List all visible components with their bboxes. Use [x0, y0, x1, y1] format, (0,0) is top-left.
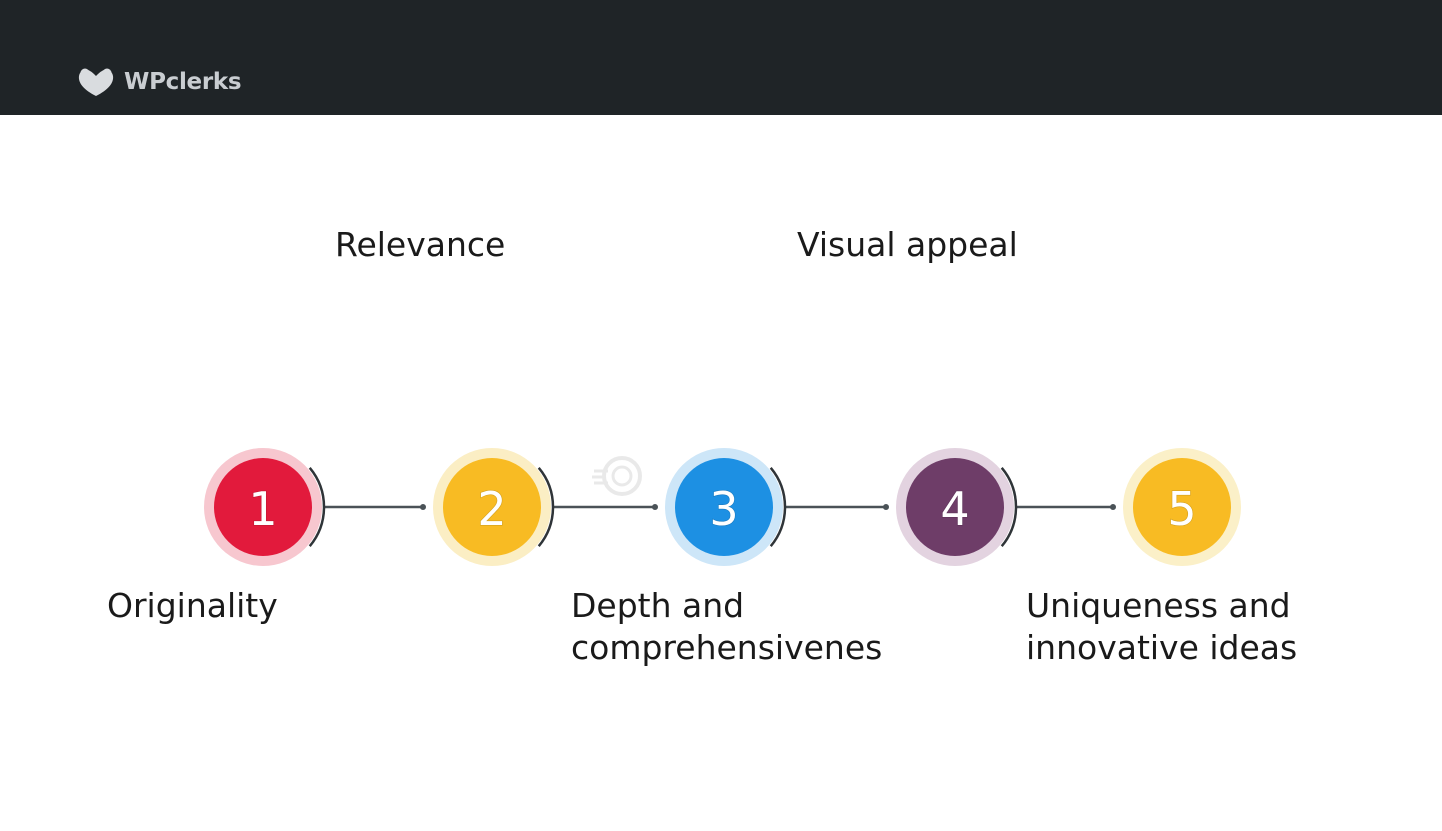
step-arc-4 — [1000, 466, 1018, 548]
step-number-4: 4 — [940, 482, 969, 536]
step-circle-2 — [443, 458, 541, 556]
connector-dot-1 — [420, 504, 426, 510]
step-node-3: 3 — [665, 448, 787, 566]
connector-dot-4 — [1110, 504, 1116, 510]
step-label-line: innovative ideas — [1026, 628, 1298, 667]
step-label-line: Uniqueness and — [1026, 586, 1291, 625]
heart-paws-icon — [78, 68, 114, 96]
step-node-5: 5 — [1123, 448, 1241, 566]
brand-logo[interactable]: WPclerks — [76, 64, 242, 100]
step-label-4: Visual appeal — [797, 224, 1018, 266]
step-node-2: 2 — [433, 448, 555, 566]
step-arc-3 — [769, 466, 787, 548]
top-bar: WPclerks — [0, 0, 1442, 115]
step-circle-4 — [906, 458, 1004, 556]
step-node-4: 4 — [896, 448, 1018, 566]
step-label-line: Relevance — [335, 225, 506, 264]
step-label-1: Originality — [107, 585, 278, 627]
connector-dot-2 — [652, 504, 658, 510]
step-arc-1 — [308, 466, 326, 548]
step-number-1: 1 — [248, 482, 277, 536]
step-circle-3 — [675, 458, 773, 556]
step-circle-1 — [214, 458, 312, 556]
step-number-5: 5 — [1167, 482, 1196, 536]
watermark-logo — [592, 451, 854, 501]
step-circle-5 — [1133, 458, 1231, 556]
watermark-icon — [592, 456, 642, 496]
step-label-line: comprehensivenes — [571, 628, 883, 667]
step-label-line: Visual appeal — [797, 225, 1018, 264]
step-label-line: Originality — [107, 586, 278, 625]
step-label-2: Relevance — [335, 224, 505, 266]
brand-name: WPclerks — [124, 69, 242, 95]
connector-dot-3 — [883, 504, 889, 510]
step-node-1: 1 — [204, 448, 326, 566]
step-number-3: 3 — [709, 482, 738, 536]
step-diagram: 1 2 3 4 5 — [204, 448, 1241, 566]
step-label-line: Depth and — [571, 586, 745, 625]
step-number-2: 2 — [477, 482, 506, 536]
step-arc-2 — [537, 466, 555, 548]
